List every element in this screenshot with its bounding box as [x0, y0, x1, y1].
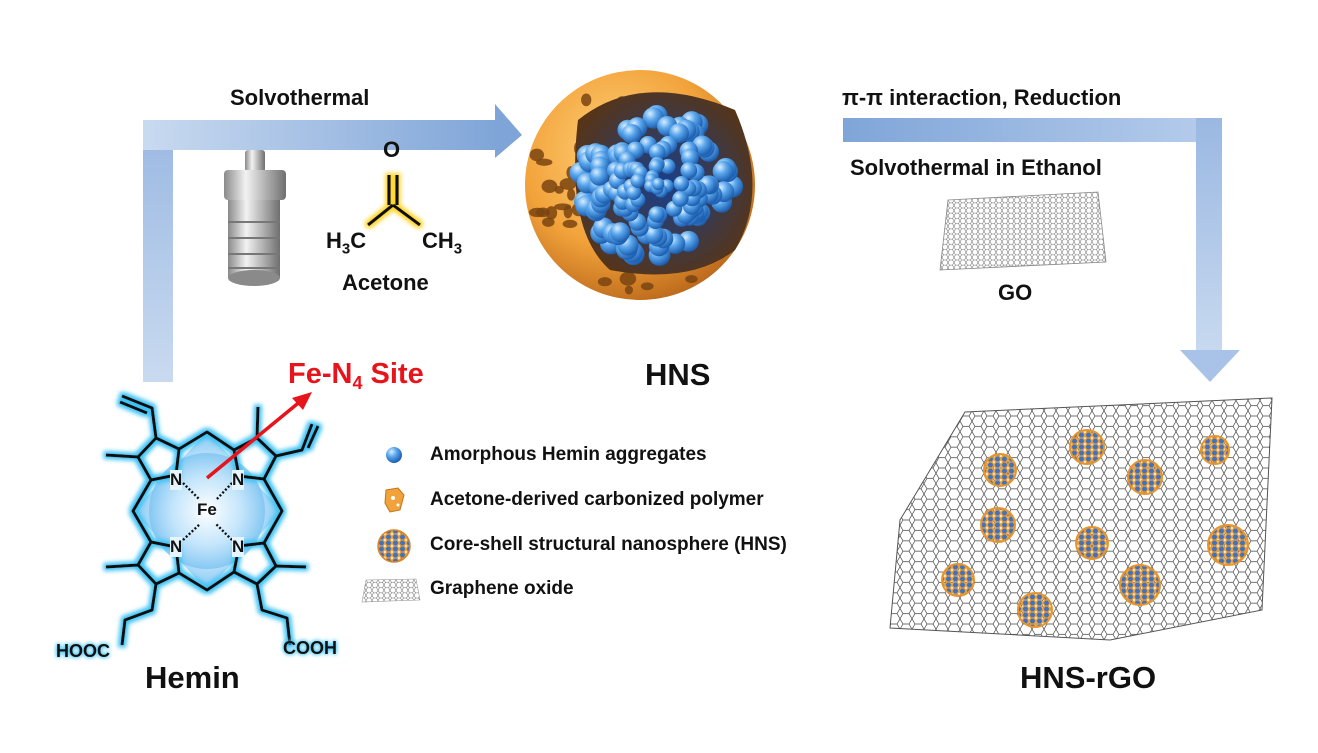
hns-nanosphere	[1200, 435, 1230, 465]
shell-pore	[624, 285, 633, 295]
hemin-aggregate-ball	[712, 160, 734, 182]
hemin-aggregate-ball	[680, 162, 698, 179]
acetone-label: Acetone	[342, 270, 429, 295]
hns-sphere	[525, 70, 755, 300]
hemin-aggregate-ball	[672, 191, 688, 207]
acetone-right-methyl: CH3	[422, 228, 463, 258]
graphene-sheet-icon	[361, 578, 421, 603]
acetone-left-methyl: H3C	[326, 228, 367, 258]
legend-item-hemin-aggregates: Amorphous Hemin aggregates	[430, 444, 707, 465]
acetone-oxygen: O	[383, 137, 401, 162]
hemin-aggregate-ball	[644, 225, 664, 245]
acetone-structure	[367, 175, 421, 227]
hemin-aggregate-ball	[648, 206, 665, 223]
hns-nanosphere	[1017, 592, 1053, 628]
step2-label-line2: Solvothermal in Ethanol	[850, 155, 1102, 180]
hns-nanosphere	[941, 563, 975, 597]
hemin-aggregate-ball	[651, 177, 665, 191]
hns-nanosphere	[983, 453, 1017, 487]
shell-pore	[554, 203, 572, 211]
shell-pore	[581, 93, 592, 107]
hns-nanosphere	[1127, 459, 1163, 495]
step1-label: Solvothermal	[230, 85, 370, 110]
hns-nanosphere	[1119, 564, 1161, 606]
carbon-polymer-icon	[384, 487, 405, 513]
legend-item-carbonized-polymer: Acetone-derived carbonized polymer	[430, 489, 764, 510]
step2-label-line1: π-π interaction, Reduction	[842, 85, 1122, 110]
hns-nanosphere	[1075, 526, 1109, 560]
shell-pore	[528, 207, 546, 218]
shell-pore	[640, 282, 654, 291]
fe-n4-site-label: Fe-N4 Site	[288, 358, 424, 393]
shell-pore	[559, 178, 577, 190]
blue-sphere-icon	[386, 447, 402, 463]
hns-nanosphere	[1069, 429, 1105, 465]
hns-nanosphere	[980, 507, 1016, 543]
shell-pore	[567, 188, 576, 201]
hemin-aggregate-ball	[610, 222, 631, 243]
n-atom-1: N	[170, 470, 183, 490]
shell-pore	[597, 277, 612, 287]
cooh-group: COOH	[283, 638, 337, 658]
hemin-label: Hemin	[145, 660, 240, 695]
autoclave-icon	[224, 150, 286, 286]
shell-pore	[541, 179, 558, 194]
fe-n4-site-arrow	[205, 392, 312, 480]
shell-pore	[529, 148, 545, 162]
hemin-aggregate-ball	[630, 173, 645, 189]
hooc-group: HOOC	[56, 641, 110, 661]
hns-rgo-sheet	[889, 397, 1273, 641]
graphene-oxide-sheet	[939, 191, 1107, 271]
shell-pore	[542, 217, 555, 227]
fe-atom: Fe	[197, 500, 217, 519]
go-label: GO	[998, 280, 1033, 305]
nanosphere-icon	[377, 529, 411, 563]
n-atom-4: N	[232, 537, 245, 557]
hns-label: HNS	[645, 357, 711, 392]
legend-item-graphene-oxide: Graphene oxide	[430, 578, 574, 599]
legend-item-hns: Core-shell structural nanosphere (HNS)	[430, 534, 787, 555]
n-atom-2: N	[232, 470, 245, 490]
hemin-aggregate-ball	[681, 148, 699, 167]
hemin-aggregate-ball	[649, 143, 666, 161]
reduction-arrow	[843, 118, 1240, 382]
shell-pore	[619, 271, 637, 286]
hemin-aggregate-ball	[621, 123, 642, 144]
hemin-aggregate-ball	[673, 175, 690, 192]
hemin-aggregate-ball	[589, 166, 609, 186]
hemin-aggregate-ball	[626, 185, 642, 201]
shell-pore	[685, 275, 698, 284]
shell-pore	[562, 219, 578, 229]
shell-pore	[545, 206, 558, 220]
n-atom-3: N	[170, 537, 183, 557]
legend-icons	[361, 447, 421, 603]
solvothermal-arrow	[143, 104, 522, 382]
hns-nanosphere	[1207, 524, 1249, 566]
hns-rgo-label: HNS-rGO	[1020, 660, 1157, 695]
